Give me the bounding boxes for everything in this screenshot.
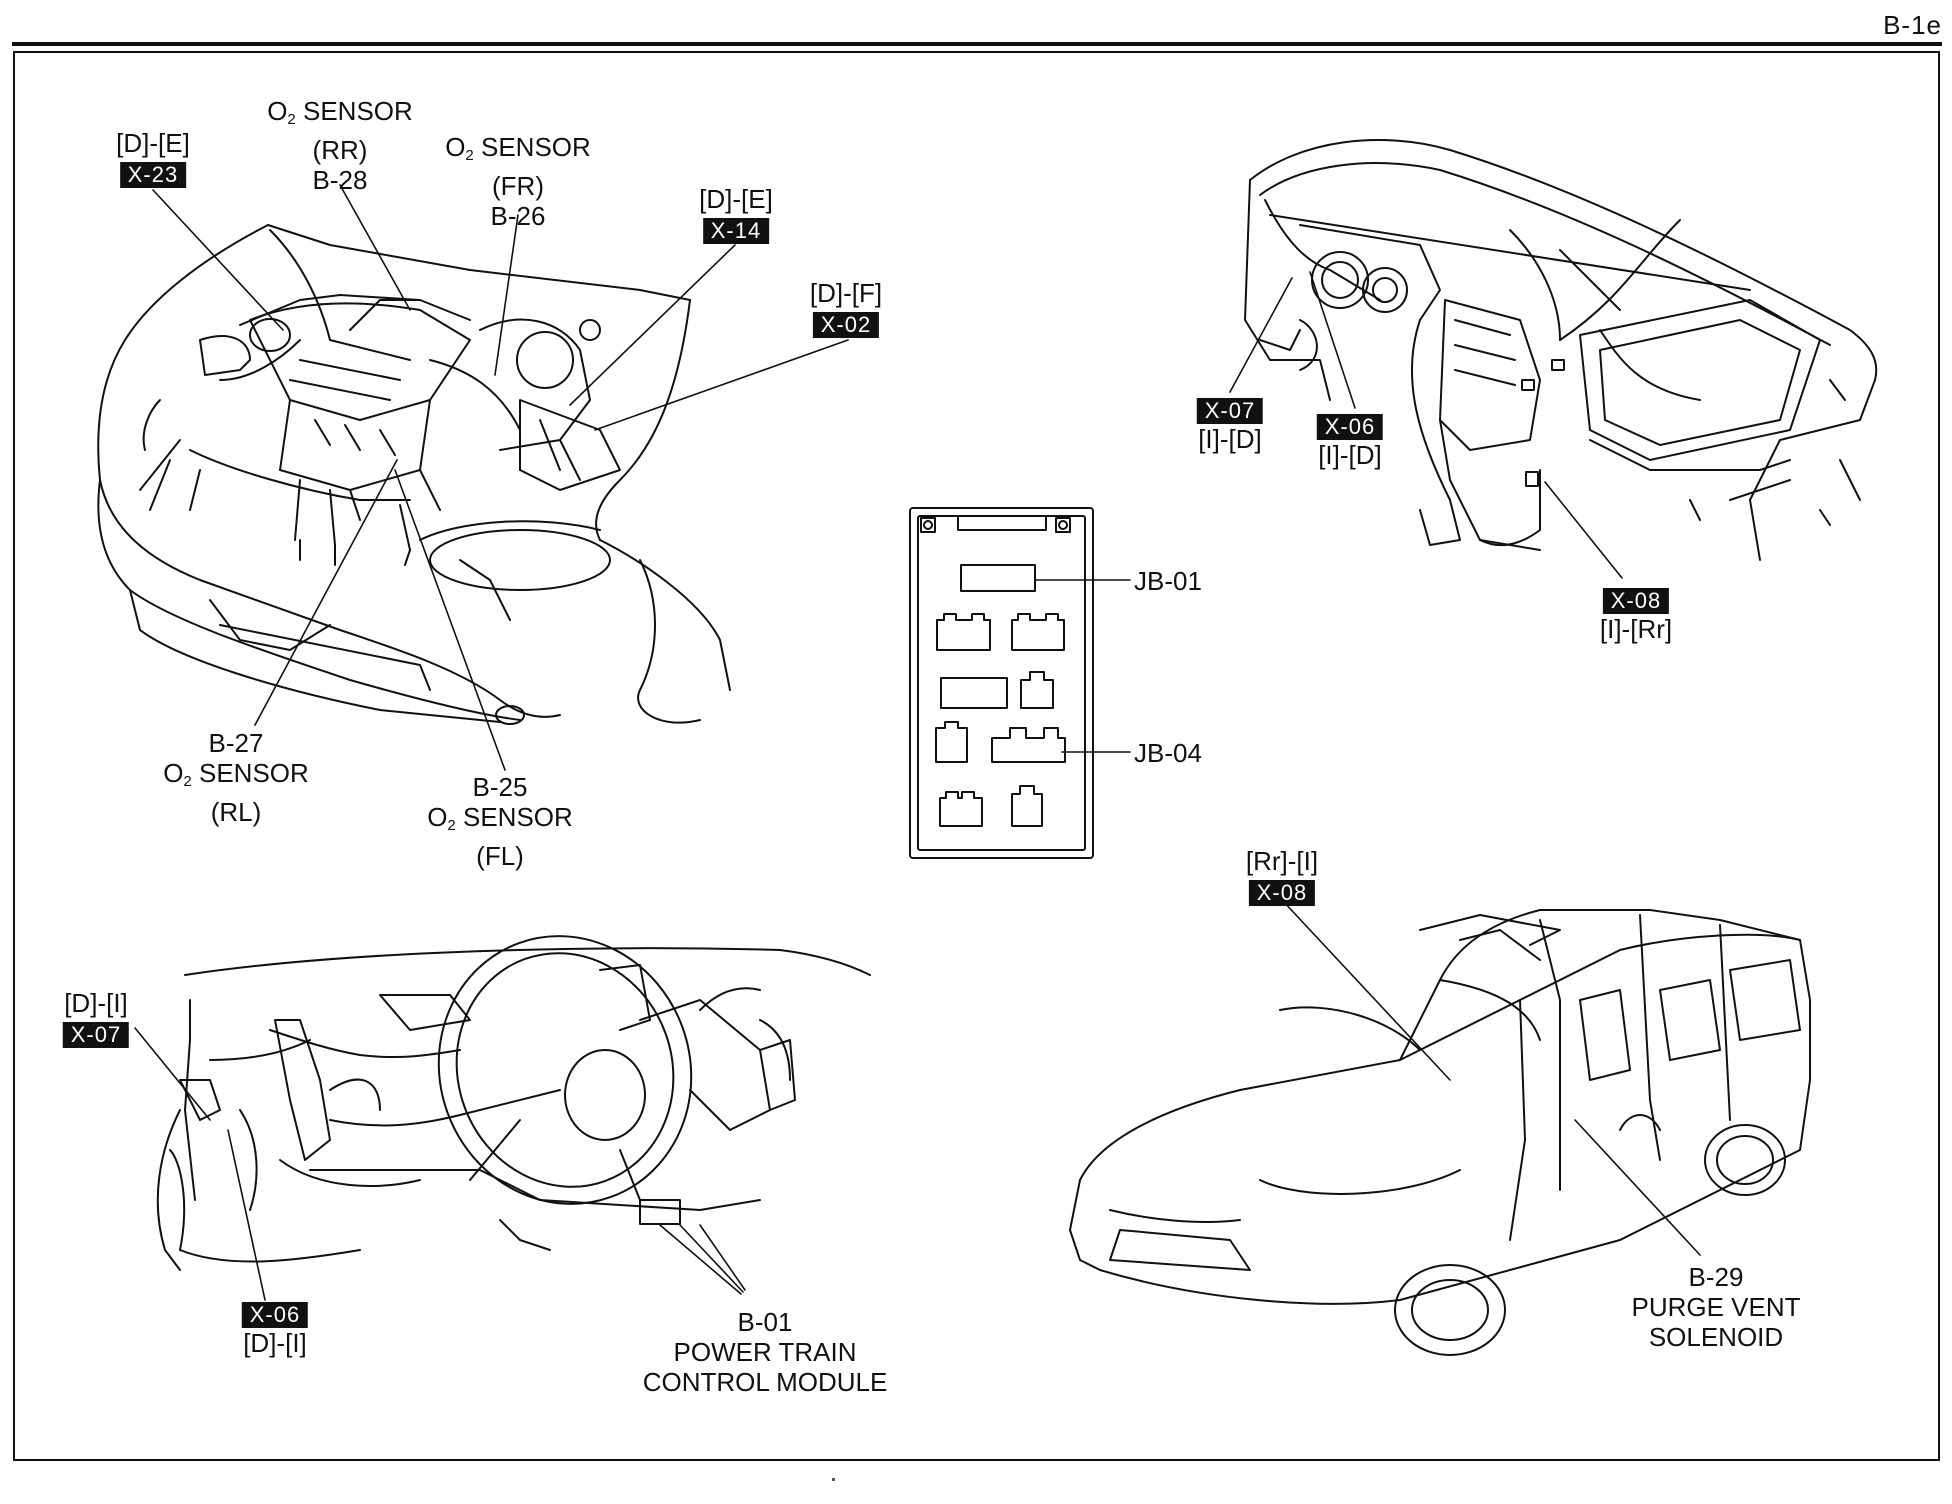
veh-x08-callout: [Rr]-[I] X-08 <box>1246 846 1318 906</box>
x02-callout: [D]-[F] X-02 <box>810 278 882 338</box>
junction-leader-lines <box>1034 579 1131 753</box>
o2-fr-name: O <box>445 132 466 162</box>
o2-fr-code: B-26 <box>490 201 546 231</box>
dash-x06-position: [I]-[D] <box>1318 440 1382 470</box>
x23-callout: [D]-[E] X-23 <box>116 128 190 188</box>
int-x06-position: [D]-[I] <box>243 1328 307 1358</box>
o2-fl-name2: SENSOR <box>455 802 573 832</box>
purge-vent-line1: PURGE VENT <box>1631 1292 1801 1322</box>
int-x07-badge: X-07 <box>62 1022 130 1048</box>
purge-vent-callout: B-29 PURGE VENT SOLENOID <box>1631 1262 1800 1352</box>
o2-rl-code: B-27 <box>208 728 264 758</box>
int-x07-callout: [D]-[I] X-07 <box>62 988 130 1048</box>
o2-fl-sub: 2 <box>447 817 456 834</box>
purge-vent-line2: SOLENOID <box>1648 1322 1784 1352</box>
x14-callout: [D]-[E] X-14 <box>699 184 773 244</box>
o2-rr-side: (RR) <box>312 135 368 165</box>
pcm-callout: B-01 POWER TRAIN CONTROL MODULE <box>643 1307 888 1397</box>
header-rule <box>12 42 1942 46</box>
x23-badge: X-23 <box>119 162 187 188</box>
dash-x07-position: [I]-[D] <box>1198 424 1262 454</box>
o2-fr-side: (FR) <box>492 171 544 201</box>
engine-leader-lines <box>152 184 849 771</box>
interior-leader-lines <box>134 1027 746 1301</box>
vehicle-leader-lines <box>1281 899 1701 1256</box>
int-x07-position: [D]-[I] <box>64 988 128 1018</box>
dash-x06-callout: X-06 [I]-[D] <box>1316 410 1384 470</box>
o2-rr-name: O <box>267 96 288 126</box>
o2-rl-name: O <box>163 758 184 788</box>
jb04-label: JB-04 <box>1134 738 1202 768</box>
veh-x08-badge: X-08 <box>1248 880 1316 906</box>
int-x06-badge: X-06 <box>241 1302 309 1328</box>
pcm-line2: CONTROL MODULE <box>642 1367 888 1397</box>
diagram-frame <box>13 51 1940 1461</box>
o2-sensor-rl-callout: B-27 O2 SENSOR (RL) <box>163 728 309 827</box>
scan-speck <box>832 1478 835 1481</box>
dashboard-illustration <box>1244 139 1878 561</box>
dash-x07-badge: X-07 <box>1196 398 1264 424</box>
o2-rl-sub: 2 <box>183 773 192 790</box>
purge-vent-code: B-29 <box>1688 1262 1744 1292</box>
dash-x08-callout: X-08 [I]-[Rr] <box>1600 584 1672 644</box>
o2-rl-side: (RL) <box>210 797 262 827</box>
jb01-label: JB-01 <box>1134 566 1202 596</box>
o2-rr-name2: SENSOR <box>295 96 413 126</box>
dash-x08-badge: X-08 <box>1602 588 1670 614</box>
o2-sensor-fl-callout: B-25 O2 SENSOR (FL) <box>427 772 573 871</box>
int-x06-callout: X-06 [D]-[I] <box>241 1298 309 1358</box>
o2-sensor-rr-callout: O2 SENSOR (RR) B-28 <box>267 96 413 195</box>
o2-sensor-fr-callout: O2 SENSOR (FR) B-26 <box>445 132 591 231</box>
dash-x07-callout: X-07 [I]-[D] <box>1196 394 1264 454</box>
x02-position: [D]-[F] <box>809 278 883 308</box>
pcm-line1: POWER TRAIN <box>673 1337 857 1367</box>
dash-x08-position: [I]-[Rr] <box>1599 614 1673 644</box>
junction-box-illustration <box>909 507 1094 859</box>
x14-position: [D]-[E] <box>699 184 773 214</box>
o2-rr-code: B-28 <box>312 165 368 195</box>
x14-badge: X-14 <box>702 218 770 244</box>
pcm-code: B-01 <box>737 1307 793 1337</box>
o2-rl-name2: SENSOR <box>191 758 309 788</box>
interior-illustration <box>156 935 871 1271</box>
engine-bay-illustration <box>97 224 731 725</box>
veh-x08-position: [Rr]-[I] <box>1245 846 1319 876</box>
o2-fl-side: (FL) <box>476 841 524 871</box>
o2-fr-sub: 2 <box>465 147 474 164</box>
x23-position: [D]-[E] <box>116 128 190 158</box>
dashboard-leader-lines <box>1229 271 1623 579</box>
dash-x06-badge: X-06 <box>1316 414 1384 440</box>
vehicle-illustration <box>1069 909 1811 1356</box>
o2-fr-name2: SENSOR <box>473 132 591 162</box>
page-code: B-1e <box>1883 10 1942 40</box>
o2-fl-code: B-25 <box>472 772 528 802</box>
o2-fl-name: O <box>427 802 448 832</box>
o2-rr-sub: 2 <box>287 111 296 128</box>
x02-badge: X-02 <box>812 312 880 338</box>
